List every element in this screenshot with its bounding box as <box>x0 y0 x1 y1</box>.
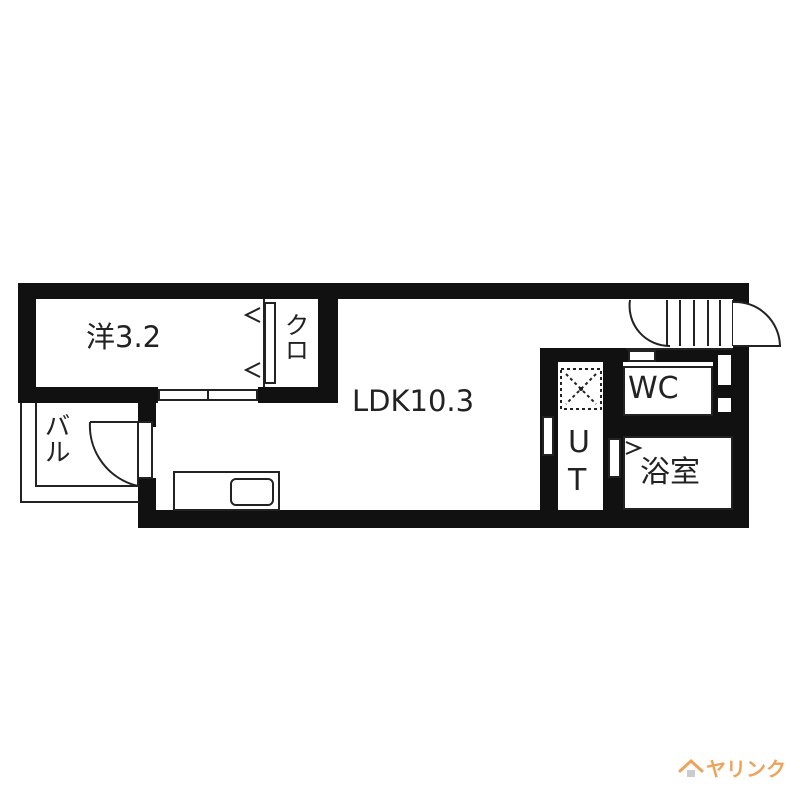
utility-label-t: T <box>568 463 587 498</box>
balcony-label: バル <box>40 412 70 464</box>
utility-label-u: U <box>568 425 590 460</box>
utility-door <box>542 416 554 456</box>
wall-top <box>18 283 749 299</box>
side-window-1 <box>718 355 731 385</box>
balcony-outer <box>20 403 140 503</box>
side-window-2 <box>718 398 731 412</box>
wc-room <box>623 366 713 416</box>
closet-door <box>264 302 276 384</box>
wall-bottom <box>138 510 749 528</box>
balcony-inner <box>35 403 140 487</box>
entrance-door-icon <box>628 299 782 348</box>
utility-room <box>558 368 603 510</box>
closet-door-arrows-icon <box>243 307 261 378</box>
bathroom-door <box>608 438 621 478</box>
western-room-label: 洋3.2 <box>86 320 162 354</box>
western-window-divider <box>207 389 209 401</box>
wall-ldk-left <box>138 387 156 427</box>
wall-western-bottom <box>18 387 158 403</box>
house-icon <box>678 758 704 777</box>
bathroom-label: 浴室 <box>640 455 700 490</box>
wc-label: WC <box>628 371 679 406</box>
kitchen-sink-icon <box>230 478 274 506</box>
ldk-label: LDK10.3 <box>352 384 475 418</box>
wc-window <box>628 350 656 362</box>
bathroom-door-arrow-icon <box>625 441 643 455</box>
wall-partition <box>318 283 338 403</box>
wall-left-upper <box>18 283 36 403</box>
brand-logo-text: ヤリンク <box>706 757 786 781</box>
washing-machine-icon <box>560 368 602 410</box>
closet-label: クロ <box>281 312 310 362</box>
wall-wc-bottom <box>603 416 749 436</box>
brand-logo[interactable]: ヤリンク <box>678 753 786 782</box>
balcony-door-icon <box>88 421 153 488</box>
